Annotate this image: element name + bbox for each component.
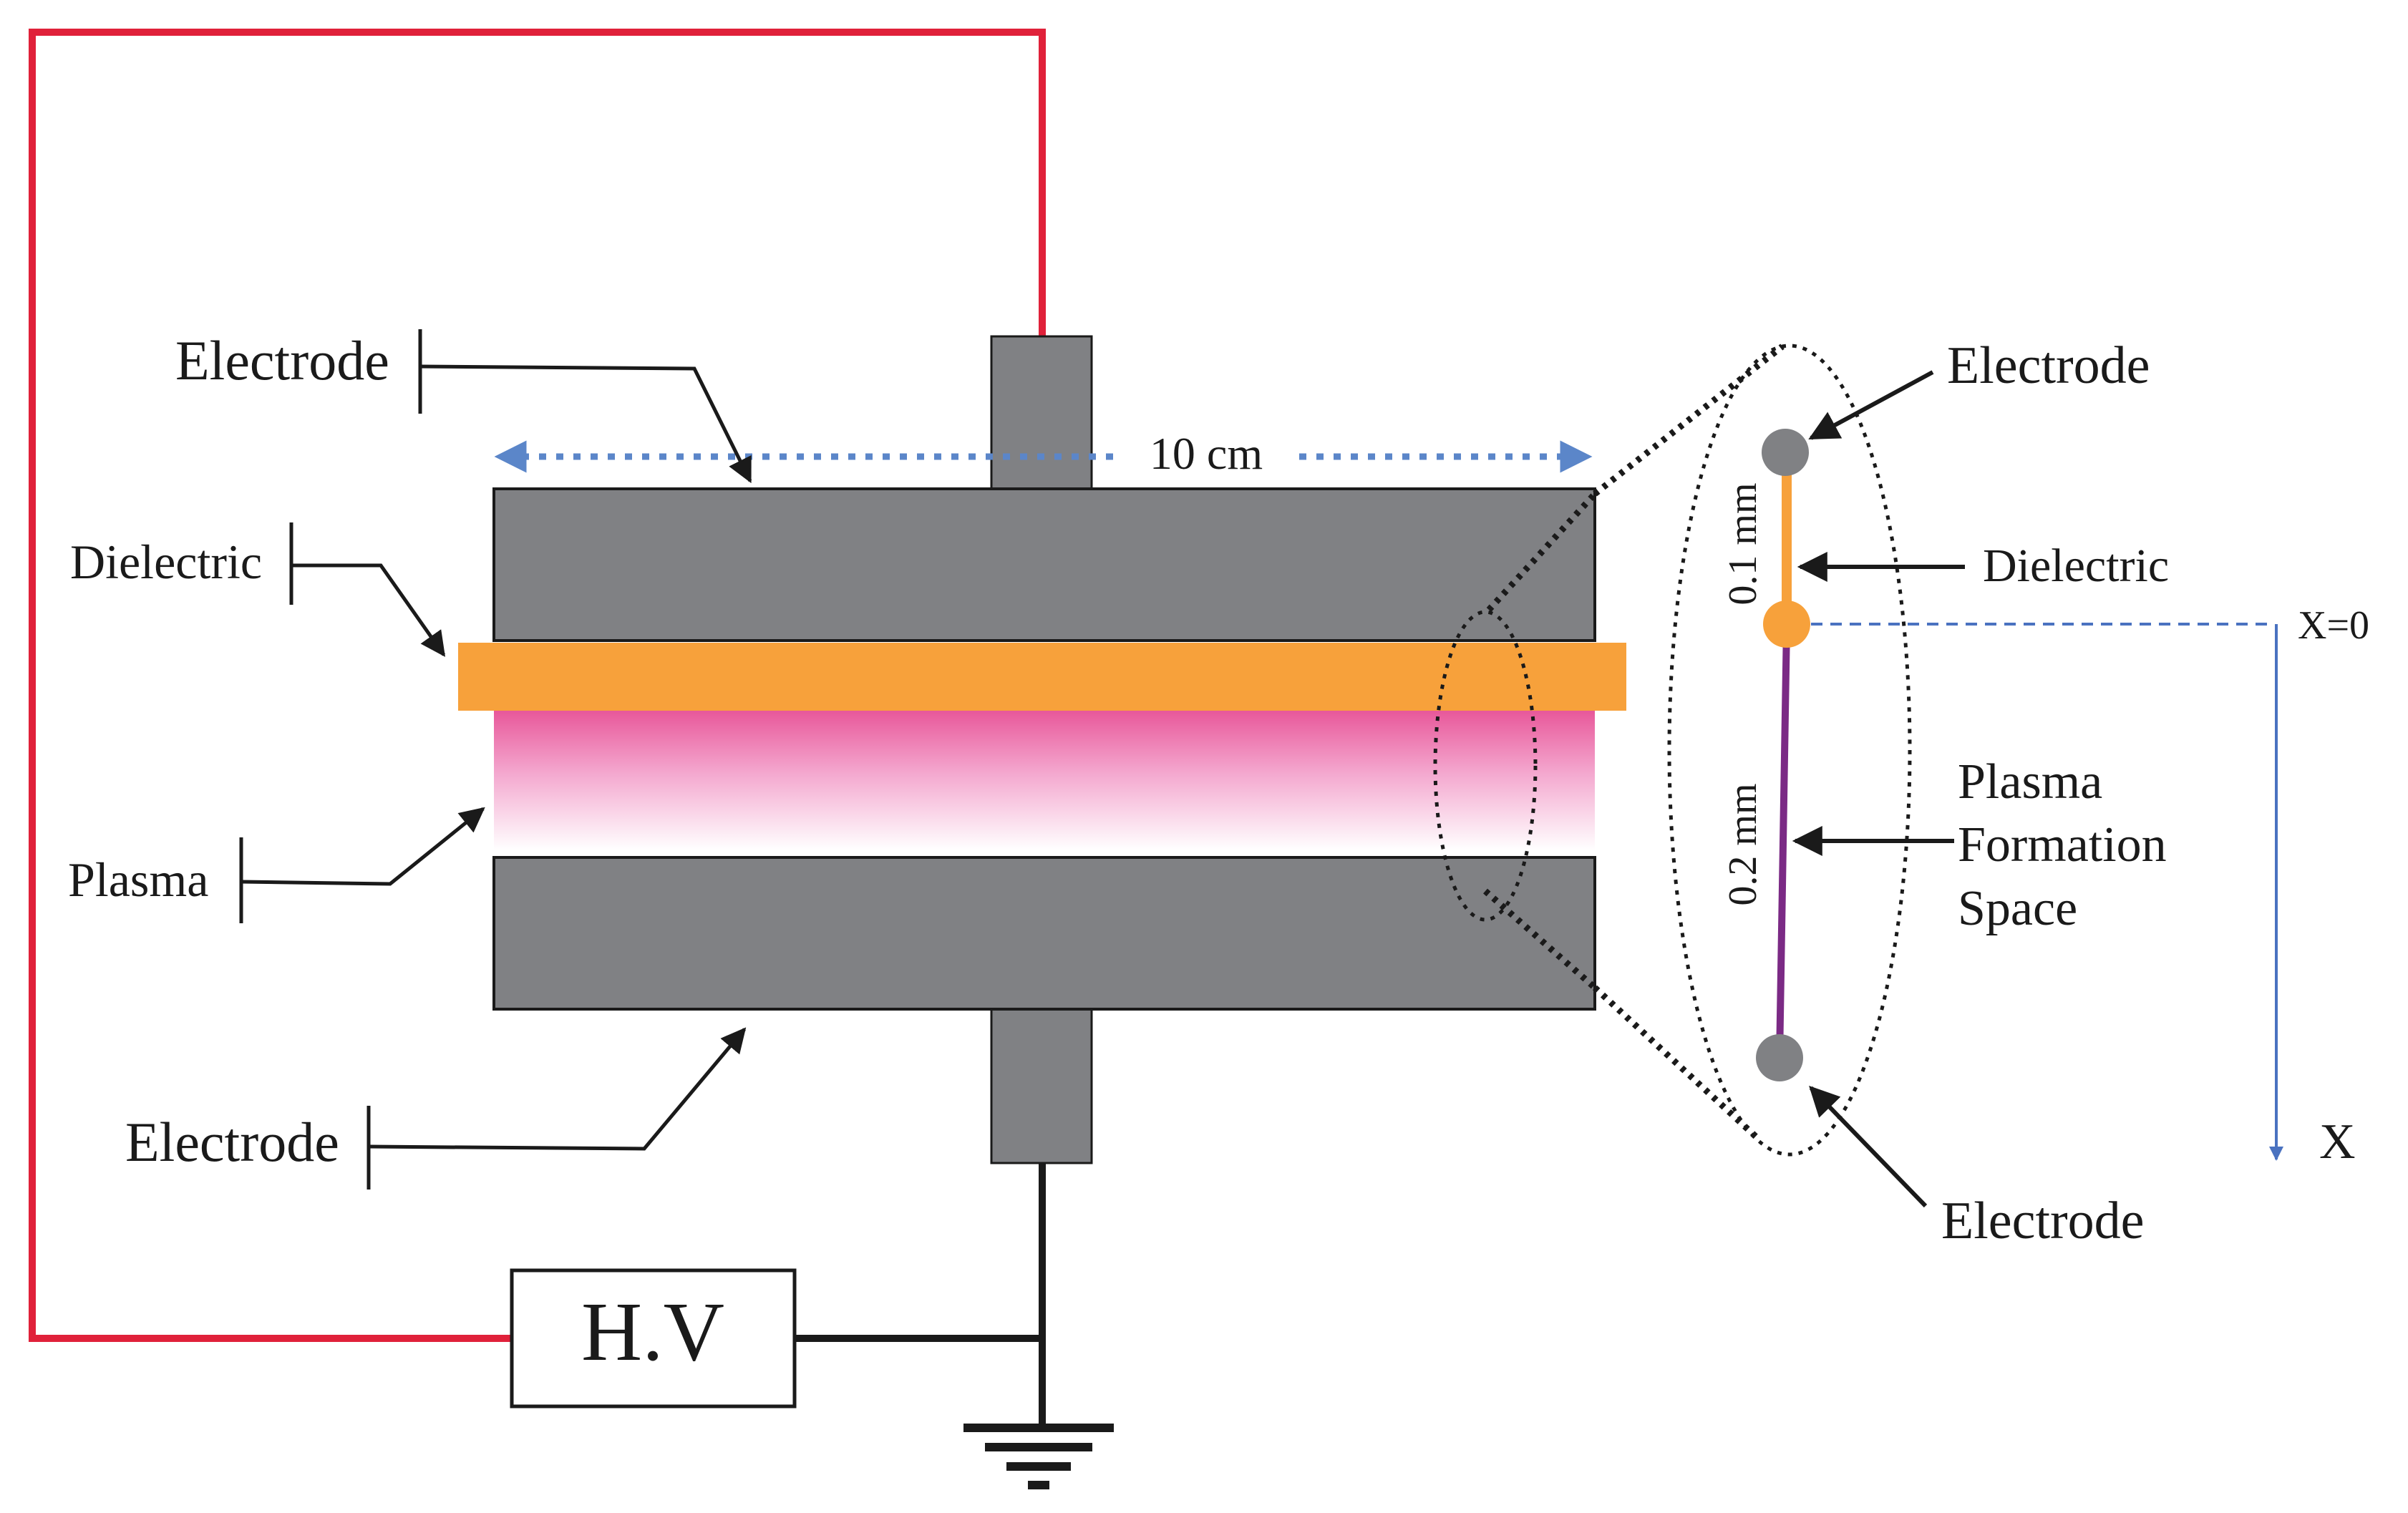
leader-dielectric (291, 563, 446, 657)
bottom-electrode-plate (492, 856, 1596, 1011)
top-electrode-plate (492, 487, 1596, 642)
width-label: 10 cm (1150, 428, 1263, 479)
zoom-label-plasma-line2: Formation (1958, 817, 2167, 872)
leader-plasma (241, 807, 485, 886)
axis-label: X (2319, 1114, 2356, 1169)
ground-icon (963, 1424, 1114, 1489)
zoom-electrode-top-dot (1762, 429, 1809, 476)
zoom-connector-bottom-inner (1483, 888, 1597, 991)
dielectric-layer (458, 643, 1626, 711)
hv-source (510, 1268, 797, 1409)
gap-label-dielectric: 0.1 mm (1721, 482, 1765, 605)
zoom-label-electrode-top: Electrode (1947, 336, 2150, 395)
gap-label-plasma: 0.2 mm (1721, 783, 1765, 905)
label-dielectric: Dielectric (70, 535, 262, 589)
zoom-source-ellipse (1433, 610, 1538, 922)
zoom-label-dielectric: Dielectric (1983, 540, 2169, 592)
zoom-label-plasma-line3: Space (1958, 881, 2077, 936)
zoom-dielectric-dot (1763, 600, 1810, 648)
hv-wire (29, 29, 1046, 1342)
ground-wire (795, 1163, 1046, 1426)
bottom-electrode-stem (990, 1008, 1093, 1164)
plasma-region (494, 711, 1595, 850)
zoom-leader-electrode-top (1808, 370, 1934, 440)
hv-label: H.V (581, 1285, 724, 1378)
zoom-label-electrode-bottom: Electrode (1941, 1192, 2145, 1250)
label-plasma: Plasma (68, 852, 208, 907)
zoom-connector-top (1593, 344, 1785, 497)
top-electrode-stem (990, 335, 1093, 492)
zoom-detail-ellipse (1667, 344, 1912, 1157)
leader-electrode-bottom (368, 1027, 747, 1151)
leader-electrode-top (419, 364, 752, 484)
zoom-electrode-bottom-dot (1756, 1034, 1803, 1081)
zoom-connector-bottom (1592, 985, 1760, 1141)
zoom-connector-top-inner (1486, 491, 1598, 613)
zoom-leader-electrode-bottom (1809, 1085, 1928, 1208)
label-electrode-top: Electrode (175, 329, 389, 391)
zoom-label-plasma-line1: Plasma (1958, 754, 2102, 809)
axis-origin-label: X=0 (2298, 603, 2369, 648)
zoom-plasma-line (1776, 626, 1790, 1060)
label-electrode-bottom: Electrode (125, 1111, 339, 1173)
